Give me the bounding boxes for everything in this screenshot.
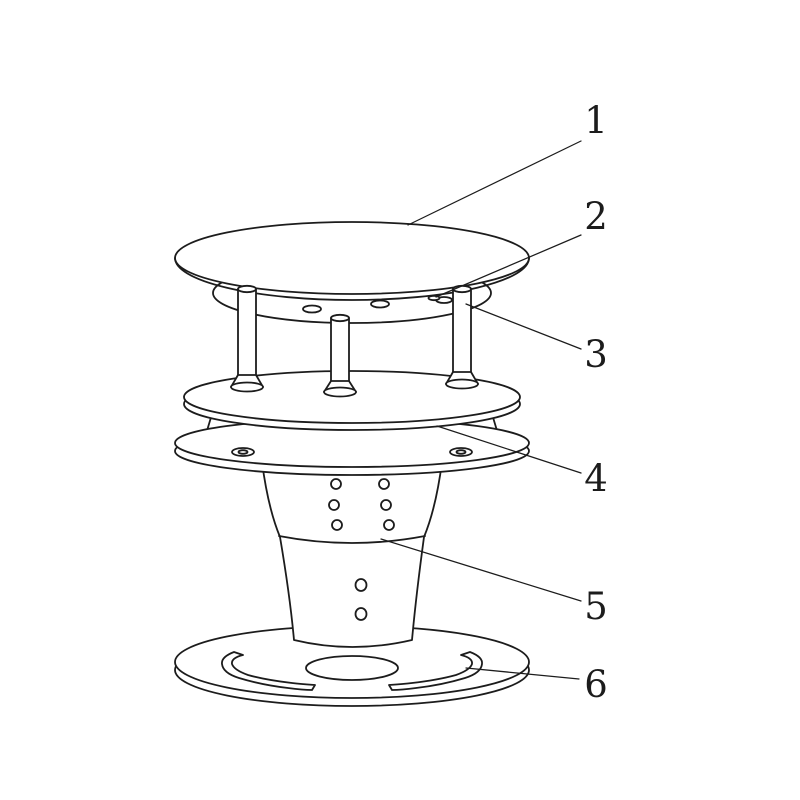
post-foot-base bbox=[230, 381, 264, 393]
body-vent-hole bbox=[378, 478, 390, 490]
leader-line-1 bbox=[407, 140, 582, 226]
plate-screw-hole-left-inner bbox=[237, 449, 249, 455]
body-screw-hole bbox=[354, 607, 368, 621]
leader-line-3 bbox=[465, 303, 582, 350]
callout-label-1: 1 bbox=[584, 99, 608, 142]
body-vent-hole bbox=[331, 519, 343, 531]
cap-mounting-hole bbox=[370, 299, 390, 309]
post-top bbox=[237, 284, 257, 294]
shield-plate-lower bbox=[174, 418, 530, 476]
mounting-base-flange bbox=[174, 625, 530, 707]
sensor-body bbox=[261, 461, 443, 648]
body-screw-hole bbox=[354, 578, 368, 592]
support-post-center bbox=[323, 313, 357, 398]
plate-screw-hole-right bbox=[449, 447, 473, 457]
leader-lines bbox=[380, 140, 582, 680]
callout-label-2: 2 bbox=[584, 195, 608, 238]
callout-label-5: 5 bbox=[584, 585, 608, 628]
leader-line-2 bbox=[435, 234, 582, 298]
body-vent-hole bbox=[383, 519, 395, 531]
body-vent-hole bbox=[330, 478, 342, 490]
upper-plate-top bbox=[183, 370, 521, 424]
callout-label-6: 6 bbox=[584, 663, 608, 706]
post-top bbox=[330, 313, 350, 323]
plate-screw-hole-left bbox=[231, 447, 255, 457]
drawing: 1 2 3 4 5 6 bbox=[174, 99, 608, 707]
post-shaft bbox=[452, 288, 472, 375]
leader-line-6 bbox=[465, 667, 580, 680]
callout-labels: 1 2 3 4 5 6 bbox=[584, 99, 608, 706]
plate-screw-hole-right-inner bbox=[455, 449, 467, 455]
post-foot-base bbox=[323, 386, 357, 398]
callout-label-3: 3 bbox=[584, 333, 608, 376]
shield-plate-upper bbox=[183, 370, 521, 431]
support-post-right bbox=[445, 284, 479, 390]
body-outline bbox=[261, 461, 443, 648]
cap-rim-edge bbox=[174, 257, 530, 301]
post-shaft bbox=[237, 288, 257, 378]
body-vent-hole bbox=[328, 499, 340, 511]
cap-top-disc bbox=[174, 221, 530, 295]
support-post-left bbox=[230, 284, 264, 393]
cap-mounting-hole bbox=[302, 304, 322, 314]
callout-label-4: 4 bbox=[584, 457, 608, 500]
post-foot-base bbox=[445, 378, 479, 390]
body-vent-hole bbox=[380, 499, 392, 511]
leader-line-4 bbox=[436, 425, 582, 474]
base-center-hole bbox=[305, 655, 399, 681]
post-shaft bbox=[330, 317, 350, 384]
body-seam-line bbox=[278, 535, 426, 544]
top-cap bbox=[174, 221, 530, 324]
base-slot-left bbox=[221, 651, 316, 691]
leader-line-5 bbox=[380, 538, 582, 602]
